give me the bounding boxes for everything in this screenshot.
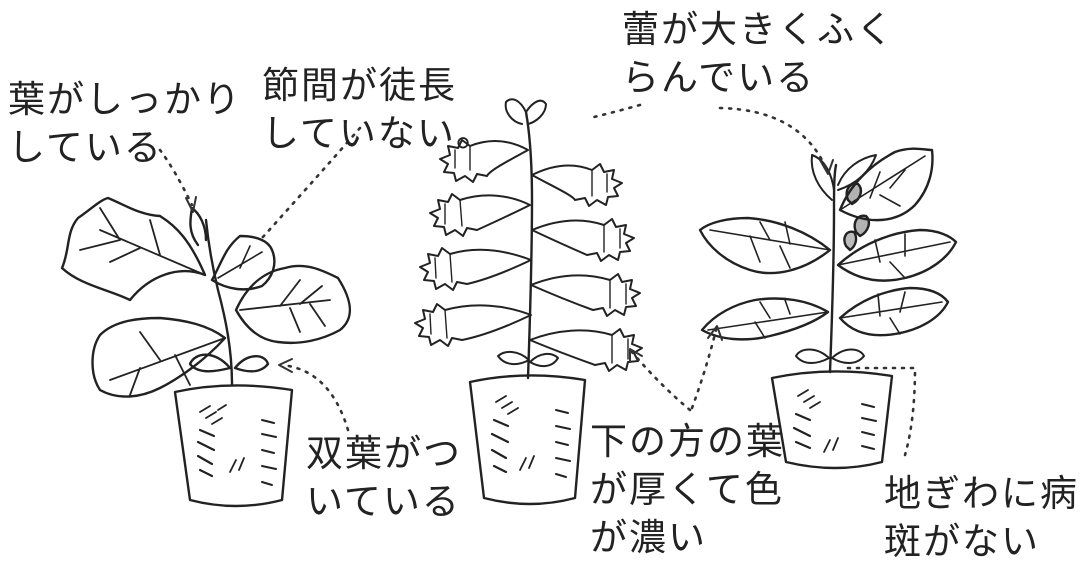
leader-internodes (260, 126, 362, 240)
left-stem (204, 218, 234, 387)
label-buds-line1: 蕾が大きくふく (622, 8, 895, 51)
middle-leaves-left (414, 139, 532, 347)
leader-buds-right (718, 106, 828, 170)
middle-pot (468, 374, 587, 506)
label-internodes-line1: 節間が徒長 (262, 64, 457, 107)
label-lower-leaves-line2: が厚くて色 (590, 468, 784, 511)
label-buds-line2: らんでいる (622, 56, 816, 99)
left-cotyledon-left (188, 353, 232, 373)
label-cotyledons: 双葉がつ いている (306, 430, 462, 526)
label-no-disease: 地ぎわに病 斑がない (884, 470, 1079, 566)
right-stem (828, 163, 838, 374)
label-no-disease-line1: 地ぎわに病 (884, 472, 1079, 515)
label-leaves-firm: 葉がしっかり している (8, 76, 242, 172)
label-internodes-line2: していない。 (262, 112, 495, 155)
label-no-disease-line2: 斑がない (884, 520, 1040, 563)
right-bud-2 (853, 214, 871, 238)
label-cotyledons-line2: いている (306, 480, 461, 523)
label-leaves-firm-line2: している (8, 126, 163, 169)
left-leaf-right (234, 264, 352, 345)
left-leaf-lower (91, 316, 227, 398)
right-pot (770, 370, 894, 470)
left-pot (173, 384, 294, 508)
label-lower-leaves-line1: 下の方の葉 (590, 420, 785, 463)
leader-lower-leaves-right (690, 328, 718, 410)
leader-no-disease (846, 366, 917, 457)
leader-lines (158, 103, 917, 457)
leader-cotyledons (280, 363, 350, 432)
leader-buds-middle (588, 103, 642, 120)
label-lower-leaves-line3: が濃い (590, 516, 707, 559)
leader-lower-leaves-middle (630, 350, 692, 412)
label-cotyledons-line1: 双葉がつ (306, 432, 462, 475)
right-leaf-right-middle (836, 228, 958, 282)
middle-leaves-right (529, 163, 643, 372)
right-leaf-upper-right (838, 147, 934, 222)
label-lower-leaves: 下の方の葉 が厚くて色 が濃い (590, 418, 785, 562)
right-bud-3 (843, 230, 858, 252)
middle-stem (524, 110, 534, 380)
middle-seedling (414, 98, 643, 506)
right-leaf-lower-right (838, 286, 950, 337)
left-bud (189, 206, 208, 247)
left-seedling (60, 196, 352, 508)
label-leaves-firm-line1: 葉がしっかり (8, 78, 242, 121)
left-leaf-upper (60, 196, 207, 302)
leader-leaves-firm (158, 148, 194, 207)
left-cotyledon-right (233, 355, 270, 373)
right-leaf-left (698, 216, 832, 275)
label-internodes: 節間が徒長 していない。 (262, 62, 495, 158)
label-buds: 蕾が大きくふく らんでいる (622, 6, 895, 102)
right-leaf-lower-left (700, 297, 830, 341)
right-seedling (698, 147, 958, 470)
